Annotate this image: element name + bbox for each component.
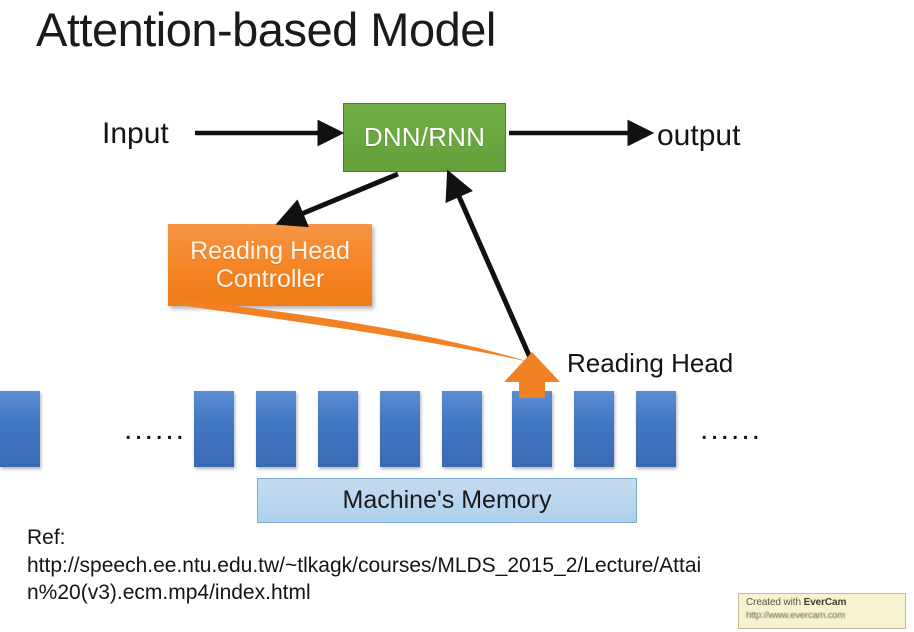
memory-cell [442, 391, 482, 467]
output-label: output [657, 119, 741, 152]
memory-cell [318, 391, 358, 467]
memory-cell [574, 391, 614, 467]
input-label: Input [102, 117, 169, 150]
attention-pointer [178, 300, 530, 362]
machines-memory-caption: Machine's Memory [257, 478, 637, 523]
memory-ellipsis-left: ...... [124, 413, 187, 446]
memory-cell [194, 391, 234, 467]
memory-cell [380, 391, 420, 467]
watermark-prefix: Created with [746, 597, 804, 608]
memory-ellipsis-right: ...... [700, 413, 763, 446]
reference-url: http://speech.ee.ntu.edu.tw/~tlkagk/cour… [27, 553, 702, 605]
reference-label: Ref: [27, 526, 66, 549]
watermark-line2: http://www.evercam.com [746, 610, 846, 621]
reference-block: Ref: http://speech.ee.ntu.edu.tw/~tlkagk… [27, 524, 727, 607]
evercam-watermark: Created with EverCam http://www.evercam.… [738, 593, 906, 629]
arrow-model-to-controller [275, 171, 399, 228]
machines-memory-label: Machine's Memory [342, 486, 552, 514]
watermark-brand: EverCam [803, 597, 847, 608]
reading-head-controller-box: Reading Head Controller [168, 224, 372, 306]
dnn-rnn-box-label: DNN/RNN [363, 122, 486, 152]
memory-cell [636, 391, 676, 467]
controller-label-line2: Controller [215, 265, 325, 293]
memory-cell [256, 391, 296, 467]
arrow-memory-to-model [445, 169, 535, 364]
memory-cell-highlighted [512, 391, 552, 467]
dnn-rnn-box: DNN/RNN [343, 103, 506, 172]
reading-head-label: Reading Head [567, 348, 734, 378]
watermark-line1: Created with EverCam [746, 597, 899, 608]
controller-label-line1: Reading Head [190, 236, 350, 265]
page-title: Attention-based Model [36, 3, 496, 56]
